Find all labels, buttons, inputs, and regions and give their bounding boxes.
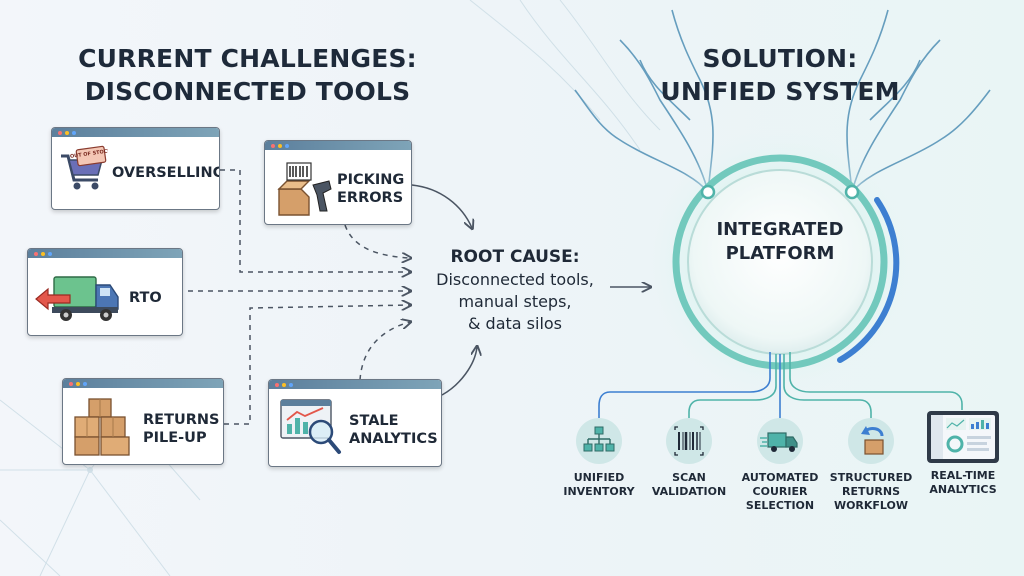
feature-analytics-line1: REAL-TIME bbox=[930, 469, 996, 482]
challenge-card-overselling: OUT OF STOCK OVERSELLING bbox=[51, 127, 220, 210]
out-of-stock-sign: OUT OF STOCK bbox=[70, 148, 108, 160]
stale-analytics-line1: STALE bbox=[349, 413, 399, 429]
feature-realtime-analytics-label: REAL-TIME ANALYTICS bbox=[918, 469, 1008, 497]
shopping-cart-icon: OUT OF STOCK bbox=[58, 144, 113, 198]
feature-scan-validation: SCAN VALIDATION bbox=[644, 418, 734, 499]
left-title-line1: CURRENT CHALLENGES: bbox=[78, 44, 417, 73]
root-cause-line2: manual steps, bbox=[458, 292, 572, 311]
stale-analytics-label: STALE ANALYTICS bbox=[349, 412, 438, 448]
feature-unified-inventory: UNIFIED INVENTORY bbox=[554, 418, 644, 499]
picking-errors-line1: PICKING bbox=[337, 172, 405, 188]
returns-pileup-label: RETURNS PILE-UP bbox=[143, 411, 219, 447]
left-title-line2: DISCONNECTED TOOLS bbox=[84, 77, 411, 106]
feature-structured-returns-label: STRUCTURED RETURNS WORKFLOW bbox=[824, 471, 918, 513]
root-cause-text: Disconnected tools, manual steps, & data… bbox=[420, 269, 610, 335]
feature-scan-line2: VALIDATION bbox=[651, 485, 727, 498]
barcode-icon bbox=[666, 418, 712, 464]
dashboard-icon bbox=[925, 409, 1001, 465]
feature-returns-line2: RETURNS bbox=[841, 485, 901, 498]
feature-courier-line1: AUTOMATED bbox=[741, 471, 819, 484]
root-cause-line3: & data silos bbox=[467, 314, 563, 333]
challenge-card-picking-errors: PICKING ERRORS bbox=[264, 140, 412, 225]
branch-node-left bbox=[700, 184, 716, 200]
feature-automated-courier: AUTOMATED COURIER SELECTION bbox=[734, 418, 826, 513]
root-cause: ROOT CAUSE: Disconnected tools, manual s… bbox=[420, 247, 610, 335]
stacked-boxes-icon bbox=[71, 395, 135, 461]
root-cause-line1: Disconnected tools, bbox=[436, 270, 594, 289]
returns-pileup-line2: PILE-UP bbox=[143, 430, 207, 446]
hierarchy-icon bbox=[576, 418, 622, 464]
feature-courier-line2: COURIER bbox=[752, 485, 808, 498]
returns-pileup-line1: RETURNS bbox=[143, 412, 220, 428]
platform-line2: PLATFORM bbox=[725, 243, 835, 264]
challenge-connectors bbox=[188, 169, 650, 425]
challenge-card-rto: RTO bbox=[27, 248, 183, 336]
feature-returns-line3: WORKFLOW bbox=[833, 499, 909, 512]
left-title: CURRENT CHALLENGES: DISCONNECTED TOOLS bbox=[60, 42, 435, 108]
feature-inventory-line1: UNIFIED bbox=[573, 471, 625, 484]
challenge-card-stale-analytics: STALE ANALYTICS bbox=[268, 379, 442, 467]
stale-analytics-line2: ANALYTICS bbox=[349, 431, 438, 447]
platform-line1: INTEGRATED bbox=[716, 219, 844, 240]
feature-structured-returns: STRUCTURED RETURNS WORKFLOW bbox=[824, 418, 918, 513]
platform-blue-arc bbox=[837, 197, 900, 363]
feature-automated-courier-label: AUTOMATED COURIER SELECTION bbox=[734, 471, 826, 513]
feature-returns-line1: STRUCTURED bbox=[829, 471, 913, 484]
root-cause-heading: ROOT CAUSE: bbox=[450, 247, 580, 267]
feature-unified-inventory-label: UNIFIED INVENTORY bbox=[554, 471, 644, 499]
feature-connectors bbox=[598, 352, 963, 418]
truck-icon bbox=[757, 418, 803, 464]
rto-label: RTO bbox=[129, 290, 162, 306]
return-truck-icon bbox=[34, 269, 120, 329]
branch-node-right bbox=[844, 184, 860, 200]
overselling-label: OVERSELLING bbox=[112, 165, 220, 181]
return-box-icon bbox=[848, 418, 894, 464]
right-title-line2: UNIFIED SYSTEM bbox=[660, 77, 900, 106]
feature-courier-line3: SELECTION bbox=[745, 499, 815, 512]
right-title-line1: SOLUTION: bbox=[702, 44, 858, 73]
picking-errors-line2: ERRORS bbox=[337, 190, 404, 206]
picking-errors-label: PICKING ERRORS bbox=[337, 171, 404, 207]
feature-inventory-line2: INVENTORY bbox=[563, 485, 635, 498]
challenge-card-returns-pileup: RETURNS PILE-UP bbox=[62, 378, 224, 465]
feature-realtime-analytics: REAL-TIME ANALYTICS bbox=[918, 409, 1008, 497]
barcode-scanner-icon bbox=[273, 159, 335, 223]
analytics-magnifier-icon bbox=[277, 396, 347, 462]
feature-scan-line1: SCAN bbox=[672, 471, 706, 484]
integrated-platform: INTEGRATED PLATFORM bbox=[690, 218, 870, 266]
feature-scan-validation-label: SCAN VALIDATION bbox=[644, 471, 734, 499]
feature-analytics-line2: ANALYTICS bbox=[929, 483, 997, 496]
right-title: SOLUTION: UNIFIED SYSTEM bbox=[650, 42, 910, 108]
